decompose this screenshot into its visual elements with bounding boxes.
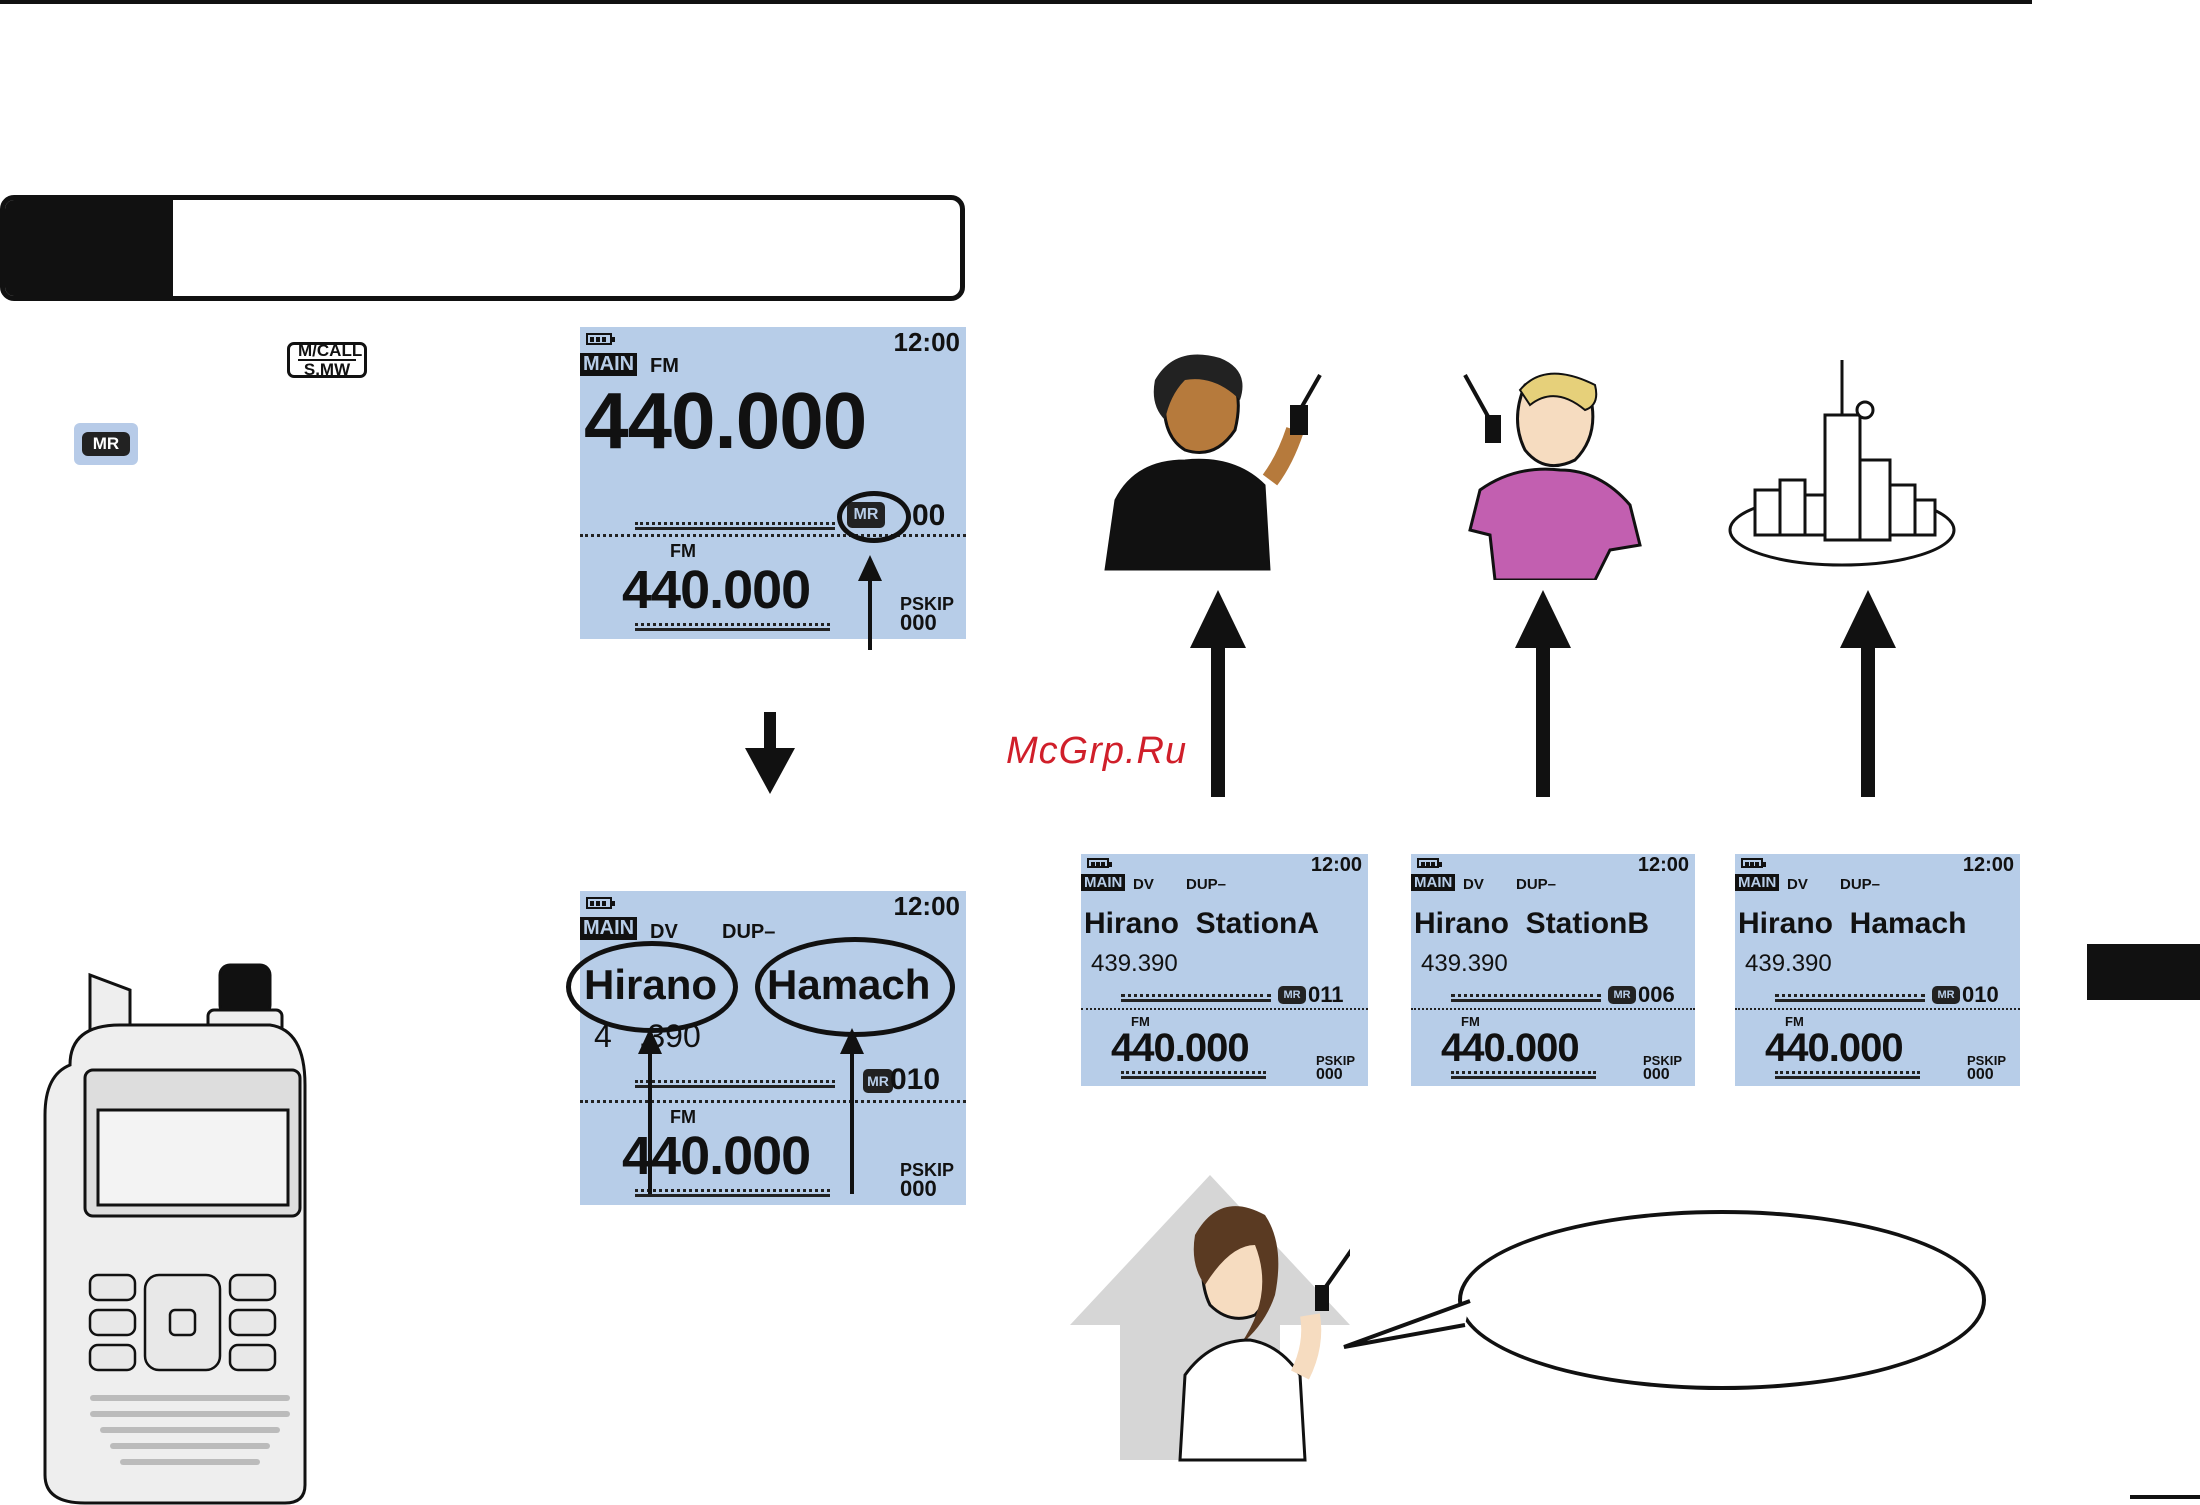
section-number-block (5, 200, 173, 296)
city-illustration (1728, 360, 1956, 567)
transceiver-illustration (43, 963, 307, 1505)
down-arrow (745, 712, 795, 794)
speech-bubble (1458, 1210, 1986, 1390)
battery-icon (586, 333, 615, 345)
mr-icon: MR (74, 423, 138, 465)
lcd-screen-hamach: 12:00 MAIN DV DUP– Hirano Hamach 439.390… (1735, 854, 2020, 1086)
top-rule (0, 0, 2032, 4)
battery-icon (586, 897, 615, 909)
lcd-screen-station-a: 12:00 MAIN DV DUP– Hirano StationA 439.3… (1081, 854, 1368, 1086)
woman-with-radio-illustration (1070, 1175, 1350, 1462)
section-header-bar (0, 195, 965, 301)
lcd-screen-station-b: 12:00 MAIN DV DUP– Hirano StationB 439.3… (1411, 854, 1695, 1086)
mr-highlight-ring (837, 491, 911, 543)
mcall-smw-key-icon: M/CALL S.MW (287, 342, 367, 378)
pointer-arrows (638, 555, 882, 1194)
name-highlight-ring-left (566, 941, 738, 1033)
chapter-tab (2087, 944, 2200, 1000)
man-with-radio-illustration (1104, 354, 1322, 571)
boy-with-radio-illustration (1463, 372, 1642, 580)
page-marker (2130, 1495, 2200, 1499)
speech-bubble-tail (1343, 1299, 1471, 1349)
lcd-screen-vfo: 12:00 MAIN FM 440.000 MR 00 FM 440.000 P… (580, 327, 966, 639)
s-meter (635, 519, 835, 530)
watermark: McGrp.Ru (1006, 730, 1188, 772)
up-arrows (1190, 590, 1896, 797)
